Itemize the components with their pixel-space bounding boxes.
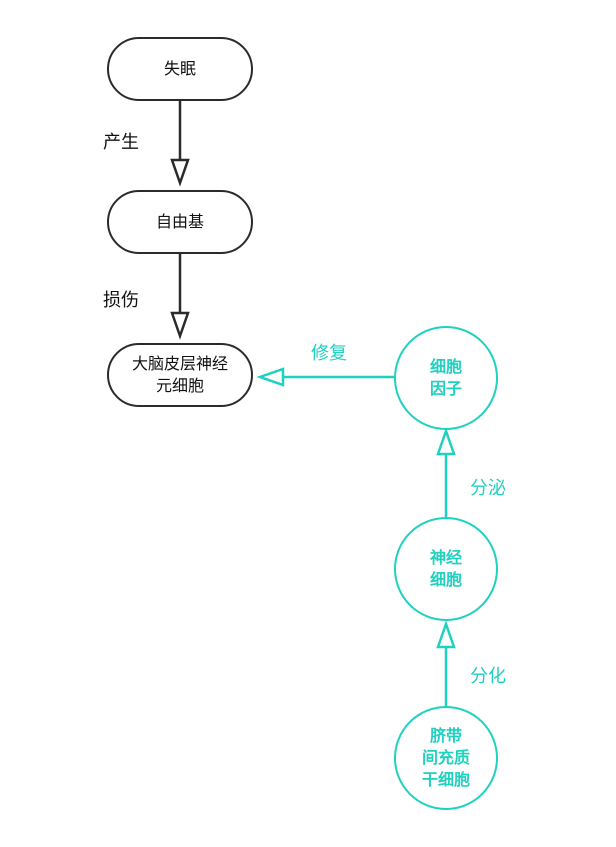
node-neural-cell-label: 神经 细胞 bbox=[429, 548, 462, 589]
node-cortex-neuron-label: 大脑皮层神经 元细胞 bbox=[131, 354, 228, 395]
edge-label-differentiate: 分化 bbox=[470, 666, 506, 687]
edge-differentiate-arrowhead bbox=[436, 620, 456, 649]
edge-secrete-arrowhead bbox=[436, 427, 456, 456]
node-insomnia-label: 失眠 bbox=[163, 59, 196, 78]
edge-label-repair: 修复 bbox=[311, 343, 347, 364]
edge-damage-arrowhead bbox=[170, 311, 190, 340]
edge-label-produce: 产生 bbox=[103, 132, 139, 153]
edge-label-secrete: 分泌 bbox=[470, 478, 506, 499]
node-free-radical: 自由基 bbox=[107, 190, 253, 254]
node-insomnia: 失眠 bbox=[107, 37, 253, 101]
node-cytokine-label: 细胞 因子 bbox=[429, 357, 462, 398]
edge-produce-arrowhead bbox=[170, 158, 190, 187]
node-free-radical-label: 自由基 bbox=[155, 212, 204, 231]
node-neural-cell: 神经 细胞 bbox=[394, 517, 498, 621]
node-cytokine: 细胞 因子 bbox=[394, 326, 498, 430]
node-cortex-neuron: 大脑皮层神经 元细胞 bbox=[107, 343, 253, 407]
node-umbilical-msc: 脐带 间充质 干细胞 bbox=[394, 706, 498, 810]
node-umbilical-msc-label: 脐带 间充质 干细胞 bbox=[421, 726, 470, 789]
edge-repair-arrowhead bbox=[256, 367, 285, 387]
edge-label-damage: 损伤 bbox=[103, 290, 139, 311]
